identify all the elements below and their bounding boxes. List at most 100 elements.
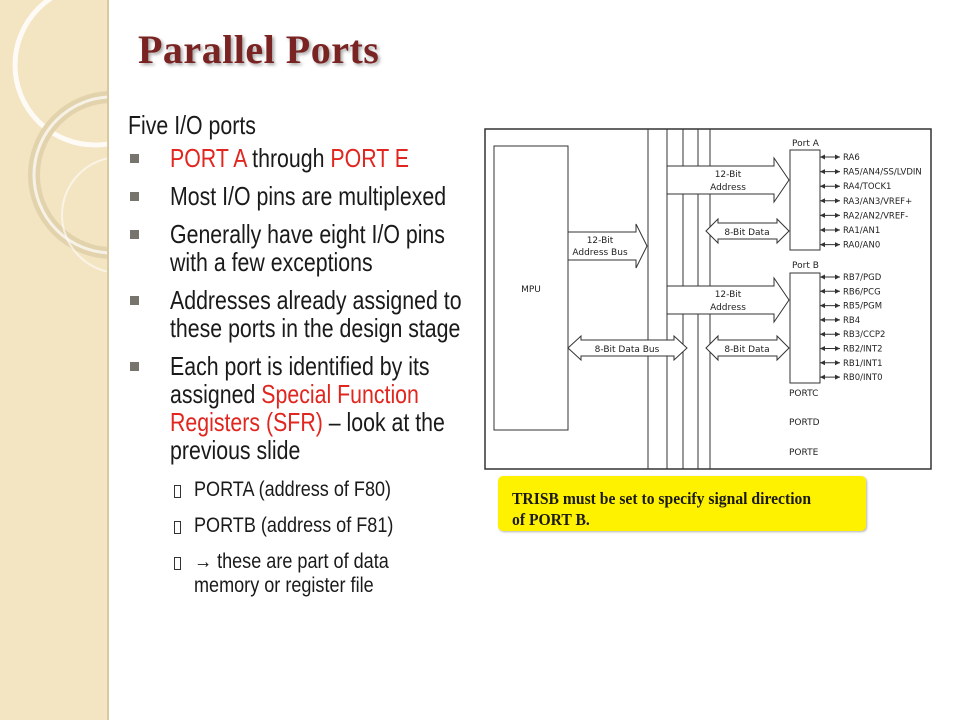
square-bullet-icon: [130, 154, 139, 163]
arrowhead-right-icon: [835, 317, 840, 323]
address-bus-label-2: Address Bus: [572, 248, 628, 258]
arrowhead-left-icon: [820, 274, 825, 280]
port-b-address-label-2: Address: [710, 303, 746, 313]
bullet-text: these ports in the design stage: [170, 313, 461, 343]
port-a-label: Port A: [792, 139, 820, 149]
arrowhead-right-icon: [835, 303, 840, 309]
decorative-sidebar: [0, 0, 109, 720]
arrowhead-right-icon: [835, 154, 840, 160]
sub-bullet-item: PORTA (address of F80): [128, 478, 478, 502]
portc-label: PORTC: [789, 389, 818, 399]
arrowhead-right-icon: [835, 169, 840, 175]
sub-bullet-item: → these are part of data memory or regis…: [128, 550, 478, 598]
port-a-pin-label: RA0/AN0: [843, 241, 880, 251]
arrowhead-right-icon: [835, 288, 840, 294]
porte-label: PORTE: [789, 448, 819, 458]
mpu-block: [493, 145, 569, 431]
arrowhead-right-icon: [835, 346, 840, 351]
arrowhead-left-icon: [820, 360, 825, 366]
square-bullet-icon: [130, 362, 139, 371]
port-a-pin-label: RA5/AN4/SS/LVDIN: [843, 168, 922, 178]
arrowhead-left-icon: [820, 227, 825, 233]
sub-bullet-text: → these are part of data: [194, 550, 389, 573]
port-b-label: Port B: [792, 261, 819, 271]
note-text: of PORT B.: [512, 510, 590, 529]
hollow-box-bullet-icon: [174, 485, 181, 498]
bullet-item: Each port is identified by its assigned …: [128, 352, 478, 464]
arrowhead-left-icon: [820, 303, 825, 309]
bullet-text: assigned: [170, 379, 262, 409]
port-b-pin-label: RB2/INT2: [843, 345, 882, 355]
square-bullet-icon: [130, 296, 139, 305]
port-a-address-label-1: 12-Bit: [715, 170, 742, 180]
bullet-text: through: [246, 143, 331, 173]
port-a-pin-label: RA3/AN3/VREF+: [843, 197, 912, 207]
arrowhead-left-icon: [820, 154, 825, 160]
bullet-text: Generally have eight I/O pins: [170, 219, 445, 249]
intro-line: Five I/O ports: [128, 110, 256, 140]
data-bus-arrow: [567, 334, 688, 362]
port-a-address-arrow: [666, 156, 790, 204]
port-b-pin-label: RB0/INT0: [843, 373, 882, 383]
arrowhead-left-icon: [820, 374, 825, 380]
arrowhead-right-icon: [835, 198, 840, 204]
arrowhead-left-icon: [820, 242, 825, 248]
port-b-pin-label: RB6/PCG: [843, 287, 881, 297]
sub-bullet-text: memory or register file: [194, 574, 374, 597]
port-a-pin-label: RA4/TOCK1: [843, 182, 891, 192]
arrowhead-left-icon: [820, 169, 825, 175]
address-bus-label-1: 12-Bit: [587, 236, 614, 246]
arrowhead-left-icon: [820, 331, 825, 337]
bullet-content: Five I/O ports PORT A through PORT E Mos…: [128, 110, 478, 610]
arrowhead-right-icon: [835, 274, 840, 280]
bullet-text: Most I/O pins are multiplexed: [170, 181, 447, 211]
note-text: TRISB must be set to specify signal dire…: [512, 489, 812, 508]
arrowhead-left-icon: [820, 212, 825, 218]
arrowhead-right-icon: [835, 331, 840, 337]
bullet-text: Addresses already assigned to: [170, 285, 462, 315]
port-block-diagram: MPU 12-Bit Address Bus 8-Bit Data Bus 12…: [484, 128, 932, 470]
bullet-text: PORT A: [170, 143, 247, 173]
sidebar-circles-decoration: [12, 0, 107, 273]
address-bus-arrow: [567, 223, 648, 269]
arrowhead-left-icon: [820, 288, 825, 294]
arrowhead-right-icon: [835, 183, 840, 189]
arrowhead-right-icon: [835, 374, 840, 380]
port-b-pin-label: RB5/PGM: [843, 302, 882, 312]
bullet-text: – look at the: [322, 407, 445, 437]
bullet-text: Each port is identified by its: [170, 351, 430, 381]
port-b-address-label-1: 12-Bit: [715, 290, 742, 300]
slide-title: Parallel Ports: [138, 27, 380, 72]
port-b-address-arrow: [666, 276, 790, 324]
port-a-pin-label: RA2/AN2/VREF-: [843, 211, 908, 221]
trisb-note-callout: TRISB must be set to specify signal dire…: [498, 476, 866, 531]
bullet-text: with a few exceptions: [170, 247, 373, 277]
bullet-text: Registers (SFR): [170, 407, 323, 437]
arrowhead-left-icon: [820, 198, 825, 204]
data-bus-label: 8-Bit Data Bus: [595, 345, 660, 355]
port-b-data-label: 8-Bit Data: [724, 345, 769, 355]
sub-bullet-text: PORTB (address of F81): [194, 514, 394, 537]
port-b-block: [789, 272, 821, 384]
mpu-label: MPU: [521, 285, 541, 295]
bullet-item: Generally have eight I/O pins with a few…: [128, 220, 478, 276]
square-bullet-icon: [130, 230, 139, 239]
port-a-data-label: 8-Bit Data: [724, 228, 769, 238]
arrowhead-left-icon: [820, 346, 825, 351]
port-b-pin-label: RB4: [843, 316, 860, 326]
bullet-item: Most I/O pins are multiplexed: [128, 182, 478, 210]
sub-bullet-item: PORTB (address of F81): [128, 514, 478, 538]
square-bullet-icon: [130, 192, 139, 201]
port-a-pin-label: RA6: [843, 153, 860, 163]
port-b-data-arrow: [705, 334, 790, 362]
port-b-pin-label: RB3/CCP2: [843, 330, 885, 340]
arrowhead-right-icon: [835, 227, 840, 233]
port-b-pins: RB7/PGDRB6/PCGRB5/PGMRB4RB3/CCP2RB2/INT2…: [820, 273, 885, 383]
hollow-box-bullet-icon: [174, 521, 181, 534]
arrowhead-right-icon: [835, 212, 840, 218]
port-a-pin-label: RA1/AN1: [843, 226, 880, 236]
arrowhead-right-icon: [835, 360, 840, 366]
arrowhead-right-icon: [835, 242, 840, 248]
hollow-box-bullet-icon: [174, 557, 181, 570]
